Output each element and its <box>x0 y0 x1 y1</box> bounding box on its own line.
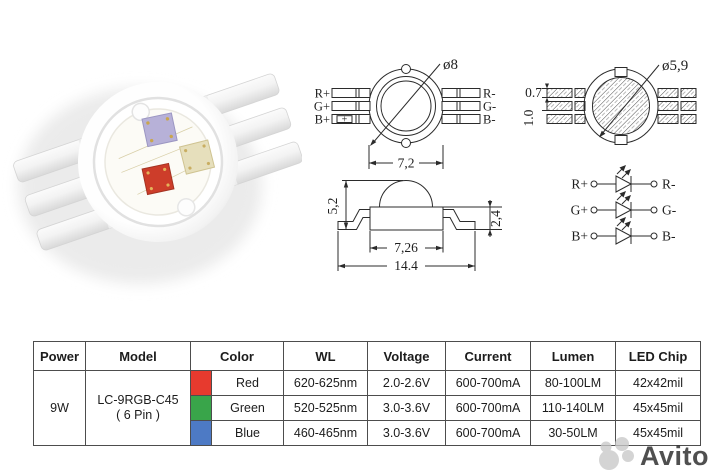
led-bottom-notch <box>177 198 196 217</box>
dim-label-0-7: 0.7 <box>525 85 542 100</box>
header-current: Current <box>445 341 532 371</box>
pin-label-b-plus: B+ <box>315 113 330 127</box>
circuit-label-g-plus: G+ <box>571 203 588 218</box>
pin-label-b-minus: B- <box>483 113 496 127</box>
circuit-label-r-minus: R- <box>662 177 676 192</box>
dim-label-2-4: 2,4 <box>488 210 503 227</box>
die-view-drawing: ø5,9 0.7 1.0 <box>521 58 697 145</box>
cell-wl-green: 520-525nm <box>283 395 369 421</box>
cell-current-green: 600-700mA <box>445 395 532 421</box>
table-row-red: 9W LC-9RGB-C45 ( 6 Pin ) Red 620-625nm 2… <box>33 370 702 446</box>
circuit-label-g-minus: G- <box>662 203 677 218</box>
dim-label-5-2: 5,2 <box>325 198 340 215</box>
cell-wl-blue: 460-465nm <box>283 420 369 446</box>
swatch-blue <box>190 420 212 446</box>
cell-voltage-blue: 3.0-3.6V <box>367 420 447 446</box>
side-view-drawing: 5,2 2,4 7,26 14.4 <box>325 180 503 273</box>
cell-power: 9W <box>33 370 86 446</box>
cell-voltage-red: 2.0-2.6V <box>367 370 447 396</box>
swatch-green <box>190 395 212 421</box>
dim-label-diameter-8: ø8 <box>443 57 458 73</box>
polarity-mark: + <box>342 115 348 126</box>
spec-table: Power Model Color WL Voltage Current Lum… <box>33 341 702 446</box>
cell-voltage-green: 3.0-3.6V <box>367 395 447 421</box>
pin-label-g-minus: G- <box>483 100 496 114</box>
circuit-label-b-plus: B+ <box>571 229 588 244</box>
circuit-label-r-plus: R+ <box>571 177 588 192</box>
dim-label-diameter-5-9: ø5,9 <box>662 58 688 74</box>
green-die <box>178 139 216 175</box>
cell-current-red: 600-700mA <box>445 370 532 396</box>
model-pins: ( 6 Pin ) <box>116 408 160 422</box>
dim-label-7-26: 7,26 <box>394 240 418 255</box>
cell-model: LC-9RGB-C45 ( 6 Pin ) <box>85 370 191 446</box>
cell-wl-red: 620-625nm <box>283 370 369 396</box>
pin-label-r-minus: R- <box>483 87 496 101</box>
technical-drawings: + R+ G+ B+ R- G- B- ø8 7,2 <box>314 57 697 273</box>
cell-color-green: Green <box>210 395 285 421</box>
watermark-logo-icon-4 <box>622 450 634 462</box>
header-lumen: Lumen <box>530 341 617 371</box>
circuit-diagram: R+ R- G+ G- B+ B- <box>571 165 677 245</box>
pin-label-r-plus: R+ <box>315 87 330 101</box>
header-color: Color <box>189 341 285 371</box>
top-view-drawing: + R+ G+ B+ R- G- B- ø8 7,2 <box>314 57 496 171</box>
cell-current-blue: 600-700mA <box>445 420 532 446</box>
cell-chip-red: 42x42mil <box>615 370 702 396</box>
cell-lumen-green: 110-140LM <box>530 395 617 421</box>
header-wl: WL <box>283 341 369 371</box>
led-photo <box>13 73 302 284</box>
cell-color-red: Red <box>210 370 285 396</box>
swatch-red <box>190 370 212 396</box>
pin-label-g-plus: G+ <box>314 100 330 114</box>
cell-lumen-blue: 30-50LM <box>530 420 617 446</box>
blue-die <box>141 112 178 148</box>
header-power: Power <box>33 341 86 371</box>
table-row-blue: Blue 460-465nm 3.0-3.6V 600-700mA 30-50L… <box>34 420 702 446</box>
dim-label-7-2: 7,2 <box>398 156 415 171</box>
header-model: Model <box>85 341 191 371</box>
header-voltage: Voltage <box>367 341 447 371</box>
circuit-label-b-minus: B- <box>662 229 676 244</box>
cell-chip-green: 45x45mil <box>615 395 702 421</box>
cell-chip-blue: 45x45mil <box>615 420 702 446</box>
dim-label-1-0: 1.0 <box>521 109 536 126</box>
red-die <box>141 162 175 196</box>
table-header-row: Power Model Color WL Voltage Current Lum… <box>33 341 702 371</box>
table-row-green: Green 520-525nm 3.0-3.6V 600-700mA 110-1… <box>34 395 702 421</box>
dim-label-14-4: 14.4 <box>394 258 418 273</box>
cell-lumen-red: 80-100LM <box>530 370 617 396</box>
cell-color-blue: Blue <box>210 420 285 446</box>
header-led-chip: LED Chip <box>615 341 702 371</box>
model-name: LC-9RGB-C45 <box>97 393 179 407</box>
watermark-logo-icon-3 <box>599 450 619 470</box>
